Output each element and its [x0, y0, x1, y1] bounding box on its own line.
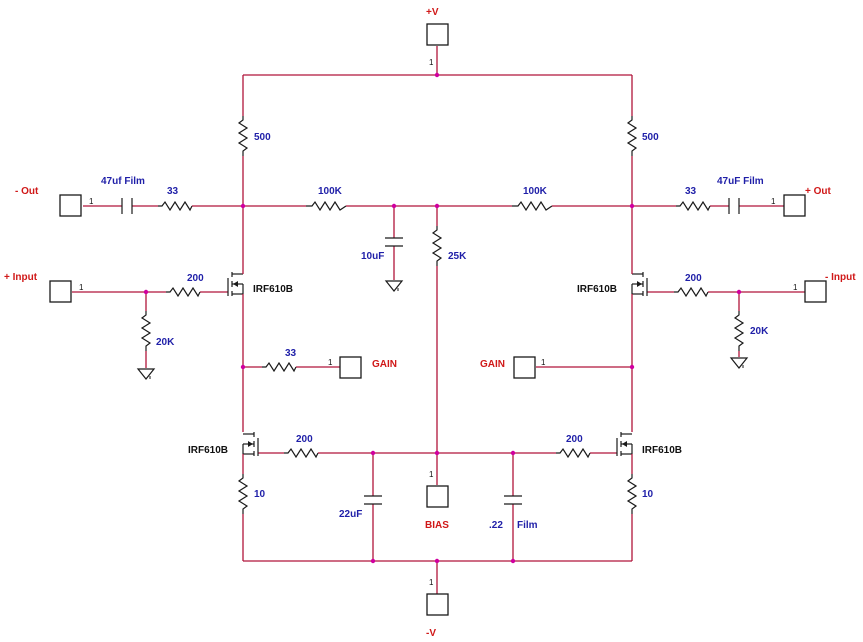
value-r10-right: 10 — [642, 489, 654, 500]
port-out-plus-label: + Out — [805, 186, 832, 197]
pin-number: 1 — [429, 58, 434, 67]
resistor-r33-out-left — [158, 200, 193, 212]
mosfet-q2 — [631, 272, 648, 302]
value-r200-gate-left: 200 — [187, 273, 204, 284]
value-cap-022: .22 — [489, 520, 503, 531]
part-label-q2: IRF610B — [577, 284, 617, 295]
mosfet-q4 — [616, 432, 633, 462]
resistor-r100k-left — [306, 200, 347, 212]
part-labels: IRF610B IRF610B IRF610B IRF610B — [188, 284, 682, 456]
pin-number: 1 — [771, 197, 776, 206]
resistor-r10-left — [237, 474, 249, 514]
pin-number: 1 — [429, 578, 434, 587]
value-r200-low-left: 200 — [296, 434, 313, 445]
value-r33-out-left: 33 — [167, 186, 179, 197]
port-gain-left-label: GAIN — [372, 359, 397, 370]
pin-number: 1 — [541, 358, 546, 367]
port-gain-left-box[interactable] — [339, 356, 362, 379]
value-cap-out-right: 47uF Film — [717, 176, 764, 187]
grounds — [137, 280, 748, 380]
port-in-minus-box[interactable] — [804, 280, 827, 303]
capacitors — [121, 198, 740, 505]
value-cap-22uf: 22uF — [339, 509, 362, 520]
mosfet-q1 — [227, 272, 244, 302]
resistor-r500-left — [237, 116, 249, 156]
resistor-r500-right — [626, 116, 638, 156]
mosfet-q3 — [242, 432, 259, 462]
capacitor-022-film — [504, 495, 522, 505]
port-in-plus-label: + Input — [4, 272, 38, 283]
resistor-r25k — [431, 226, 443, 266]
port-vminus-box[interactable] — [426, 593, 449, 616]
pin-number: 1 — [79, 283, 84, 292]
resistor-r200-gate-left — [166, 286, 201, 298]
capacitor-22uf — [364, 495, 382, 505]
port-gain-right-label: GAIN — [480, 359, 505, 370]
value-r200-low-right: 200 — [566, 434, 583, 445]
resistor-r33-out-right — [676, 200, 711, 212]
port-vplus-box[interactable] — [426, 23, 449, 46]
ports — [49, 23, 827, 616]
value-r100k-left: 100K — [318, 186, 343, 197]
value-r33-gain: 33 — [285, 348, 297, 359]
part-label-q4: IRF610B — [642, 445, 682, 456]
pin-number: 1 — [429, 470, 434, 479]
resistor-r200-low-left — [284, 447, 319, 459]
port-vminus-label: -V — [426, 628, 436, 639]
mosfets — [227, 272, 648, 462]
value-r500-right: 500 — [642, 132, 659, 143]
port-in-plus-box[interactable] — [49, 280, 72, 303]
port-in-minus-label: - Input — [825, 272, 856, 283]
wires — [72, 46, 805, 594]
value-cap-022-type: Film — [517, 520, 538, 531]
ground-symbol-center — [385, 280, 403, 292]
component-values: 500 500 47uf Film 47uF Film 33 33 100K 1… — [101, 132, 769, 531]
port-out-minus-label: - Out — [15, 186, 39, 197]
ground-symbol-left — [137, 368, 155, 380]
part-label-q1: IRF610B — [253, 284, 293, 295]
resistor-r200-low-right — [556, 447, 591, 459]
port-gain-right-box[interactable] — [513, 356, 536, 379]
resistor-r200-gate-right — [674, 286, 709, 298]
capacitor-out-left — [121, 198, 133, 214]
part-label-q3: IRF610B — [188, 445, 228, 456]
resistor-r33-gain — [262, 361, 297, 373]
port-bias-box[interactable] — [426, 485, 449, 508]
capacitor-10uf — [385, 237, 403, 247]
pin-number: 1 — [89, 197, 94, 206]
value-r200-gate-right: 200 — [685, 273, 702, 284]
pin-number: 1 — [793, 283, 798, 292]
resistor-r20k-left — [140, 311, 152, 351]
value-r500-left: 500 — [254, 132, 271, 143]
port-bias-label: BIAS — [425, 520, 449, 531]
value-r25k: 25K — [448, 251, 467, 262]
port-vplus-label: +V — [426, 7, 439, 18]
junctions — [143, 72, 742, 564]
port-out-plus-box[interactable] — [783, 194, 806, 217]
pin-number: 1 — [328, 358, 333, 367]
value-r33-out-right: 33 — [685, 186, 697, 197]
value-r10-left: 10 — [254, 489, 266, 500]
value-r100k-right: 100K — [523, 186, 548, 197]
value-r20k-right: 20K — [750, 326, 769, 337]
ground-symbol-right — [730, 357, 748, 369]
value-cap-out-left: 47uf Film — [101, 176, 145, 187]
resistor-r100k-right — [512, 200, 553, 212]
port-out-minus-box[interactable] — [59, 194, 82, 217]
capacitor-out-right — [728, 198, 740, 214]
resistor-r20k-right — [733, 311, 745, 351]
pin-numbers: 1 1 1 1 1 1 1 1 1 — [79, 58, 798, 587]
value-r20k-left: 20K — [156, 337, 175, 348]
resistors — [140, 116, 745, 514]
port-labels: +V - Out + Out + Input - Input GAIN GAIN… — [4, 7, 856, 639]
resistor-r10-right — [626, 474, 638, 514]
value-cap-10uf: 10uF — [361, 251, 384, 262]
